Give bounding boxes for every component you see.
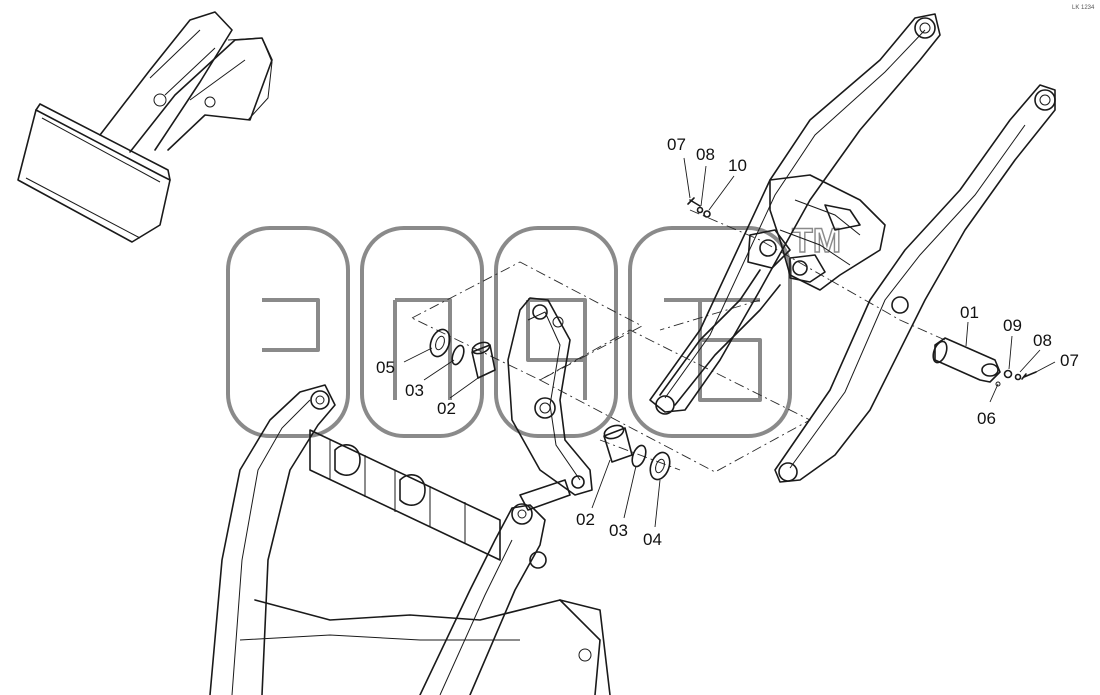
- ring-03-upper: [451, 344, 465, 366]
- bushing-02-lower: [603, 427, 633, 463]
- callout-04: 04: [643, 530, 662, 549]
- callout-labels: 07 08 10 01 09 08 07 06 05 03 02 02 03 0…: [376, 135, 1079, 549]
- callout-10: 10: [728, 156, 747, 175]
- callout-09: 09: [1003, 316, 1022, 335]
- callout-02-lower: 02: [576, 510, 595, 529]
- bellcrank-lever: [507, 297, 593, 511]
- boom-frame: [649, 13, 1056, 483]
- callout-08-right: 08: [1033, 331, 1052, 350]
- pin-01: [934, 337, 1001, 383]
- washer-10: [703, 210, 711, 218]
- bushing-02-upper: [471, 344, 496, 379]
- callout-03-upper: 03: [405, 381, 424, 400]
- callout-08-top: 08: [696, 145, 715, 164]
- bolt-07-top: [687, 197, 701, 207]
- washer-09: [1003, 369, 1013, 379]
- callout-02-upper: 02: [437, 399, 456, 418]
- washer-05: [429, 328, 451, 358]
- lockwasher-08-top: [696, 206, 704, 214]
- grease-fitting-06: [995, 381, 1001, 387]
- callout-03-lower: 03: [609, 521, 628, 540]
- loader-overview-thumbnail: [17, 11, 273, 243]
- leader-lines: [403, 157, 1056, 528]
- callout-05: 05: [376, 358, 395, 377]
- callout-07-right: 07: [1060, 351, 1079, 370]
- callout-07-top: 07: [667, 135, 686, 154]
- loader-arm-assembly: [209, 384, 611, 695]
- bolt-07-right: [1021, 371, 1037, 380]
- alignment-lines: [410, 209, 946, 473]
- corner-code: LK 1234: [1072, 5, 1095, 11]
- loose-parts: [429, 197, 1037, 481]
- callout-06: 06: [977, 409, 996, 428]
- ring-03-lower: [631, 444, 647, 468]
- callout-01: 01: [960, 303, 979, 322]
- lockwasher-08-right: [1014, 373, 1022, 381]
- washer-04: [649, 451, 671, 481]
